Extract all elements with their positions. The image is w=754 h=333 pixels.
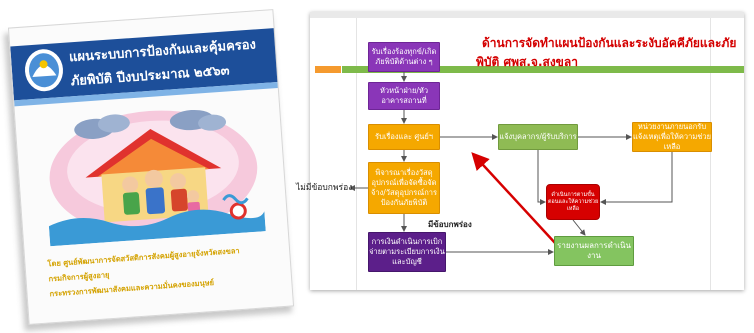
panel-guide-left xyxy=(356,18,357,290)
flowchart-title-line2: พิบัติ ศพส.จ.สงขลา xyxy=(476,55,578,69)
flowchart-panel: ด้านการจัดทำแผนป้องกันและระงับอัคคีภัยแล… xyxy=(296,12,744,290)
cover-footer-line1: โดย ศูนย์พัฒนาการจัดสวัสดิการสังคมผู้สูง… xyxy=(47,246,240,269)
step-proceed-help: ดำเนินการตามขั้นตอนและให้ความช่วยเหลือ xyxy=(546,184,600,220)
book-cover: แผนระบบการป้องกันและคุ้มครอง ภัยพิบัติ ป… xyxy=(7,9,295,325)
family-house-illustration xyxy=(48,109,266,247)
panel-top-bar xyxy=(310,12,744,18)
flow-connectors xyxy=(349,72,673,255)
step-consider-equipment: พิจารณาเรื่องวัสดุอุปกรณ์เพื่อจัดซื้อจัด… xyxy=(368,162,440,214)
header-stripe-orange xyxy=(315,66,341,73)
step-section-head: หัวหน้าฝ่าย/หัวอาคารสถานที่ xyxy=(368,82,440,110)
step-center-receive: รับเรื่องและ ศูนย์ฯ xyxy=(368,124,440,150)
step-receive-complaint: รับเรื่องร้องทุกข์/เกิดภัยพิบัติด้านต่าง… xyxy=(368,42,440,72)
cover-footer-line2: กรมกิจการผู้สูงอายุ xyxy=(48,270,110,284)
label-has-defect: มีข้อบกพร่อง xyxy=(428,220,472,229)
step-finance-disburse: การเงินดำเนินการเบิกจ่ายตามระเบียบการเงิ… xyxy=(368,232,446,272)
label-no-defect: ไม่มีข้อบกพร่อง xyxy=(296,183,353,193)
step-external-agency: หน่วยงานภายนอกรับแจ้งเหตุเพื่อให้ความช่ว… xyxy=(632,122,712,152)
panel-guide-right xyxy=(710,18,711,290)
step-notify-staff: แจ้งบุคลากร/ผู้รับบริการ xyxy=(498,124,578,150)
step-report-results: รายงานผลการดำเนินงาน xyxy=(554,236,634,266)
header-stripe-green xyxy=(342,66,744,73)
emblem-logo-icon xyxy=(24,49,63,92)
flowchart-title-line1: ด้านการจัดทำแผนป้องกันและระงับอัคคีภัยแล… xyxy=(482,36,737,50)
